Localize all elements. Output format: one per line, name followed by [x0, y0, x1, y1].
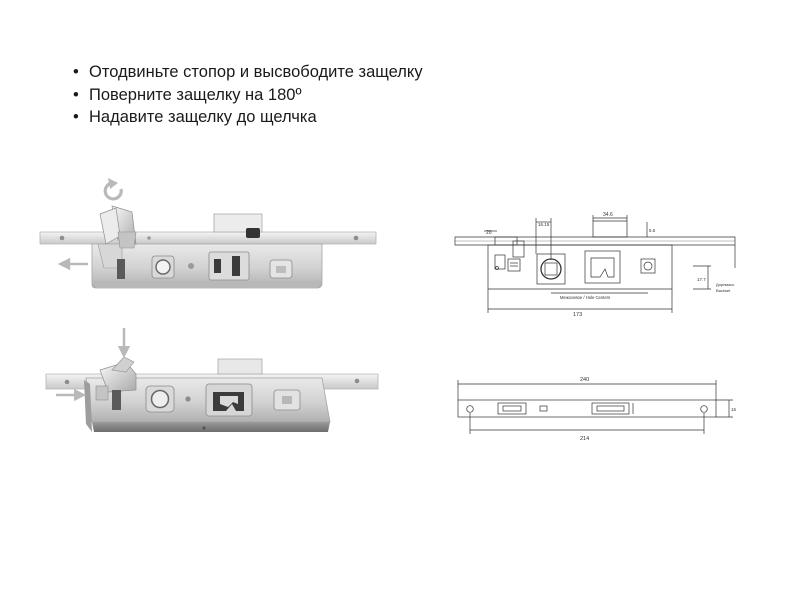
- instruction-step: Поверните защелку на 180º: [72, 84, 423, 107]
- dim-label: 34.6: [603, 212, 613, 218]
- dim-label: 214: [580, 436, 589, 442]
- dim-label: 5.5: [649, 228, 656, 233]
- lock-render-top: [39, 178, 377, 289]
- dim-label: 16.15: [538, 222, 550, 227]
- lock-render-bottom: [45, 328, 379, 432]
- dim-label: 16: [731, 407, 737, 412]
- dim-label: 20: [486, 230, 492, 236]
- instruction-list: Отодвиньте стопор и высвободите защелку …: [72, 61, 423, 129]
- rotate-icon: [103, 181, 123, 201]
- technical-drawing-top: 20 16.15 34.6 5.5 Межосевое / Hole Cente…: [454, 212, 736, 318]
- dim-label: Backset: [716, 288, 731, 293]
- dim-label: 240: [580, 377, 589, 383]
- dim-label: Дорнмасс: [716, 282, 734, 287]
- instruction-step: Надавите защелку до щелчка: [72, 106, 423, 129]
- dim-label: 17.7: [697, 277, 706, 282]
- dim-label: 173: [573, 312, 582, 318]
- technical-drawing-bottom: 240 214 16: [457, 377, 737, 442]
- dim-label: Межосевое / Hole Centers: [560, 295, 610, 300]
- instruction-step: Отодвиньте стопор и высвободите защелку: [72, 61, 423, 84]
